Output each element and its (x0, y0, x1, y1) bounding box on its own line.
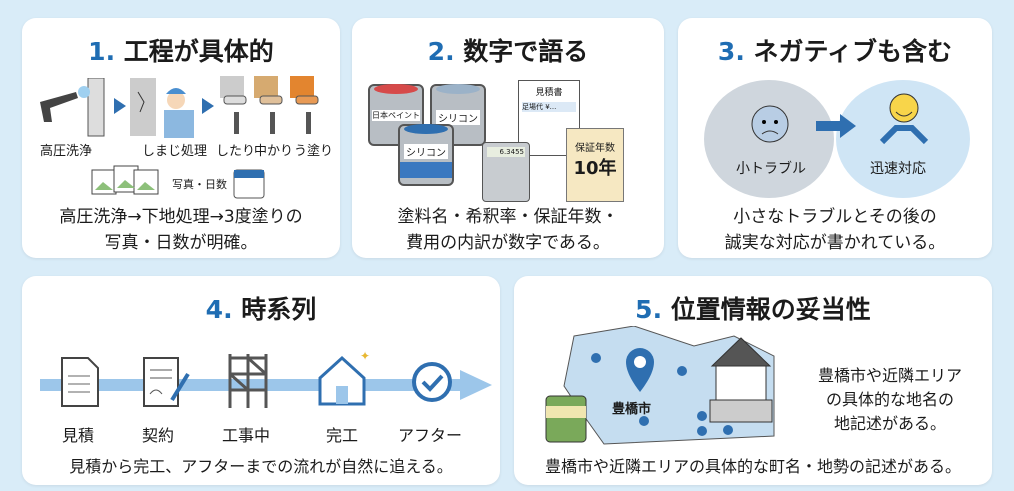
card-location: 5. 位置情報の妥当性 豊橋市 豊橋市や近隣エリアの具体的な地名の地記述がある。… (514, 276, 992, 485)
card-title: ネガティブも含む (753, 37, 953, 66)
arrow-icon (114, 98, 126, 114)
map-city-label: 豊橋市 (612, 402, 652, 417)
photo-label: 写真・日数 (172, 178, 227, 191)
description-line: 費用の内訳が数字である。 (406, 233, 610, 253)
timeline-step: 工事中 (222, 426, 271, 445)
card-title: 数字で語る (463, 37, 589, 66)
pressure-washer-icon (40, 78, 105, 137)
scaffold-icon (228, 354, 268, 408)
paint-can: シリコン (430, 84, 486, 146)
timeline-step: 見積 (62, 426, 95, 445)
card-timeline: 4. 時系列 ✦ 見積 契約 工事中 完工 アフター 見積から完工、アフターまで… (22, 276, 500, 485)
card-number: 5. (635, 295, 663, 324)
worried-face-icon (751, 105, 789, 143)
card-process: 1. 工程が具体的 高圧洗浄 しまじ処理 したり 中かり う塗り 写真・日数 高… (22, 18, 340, 258)
estimate-title: 見積書 (535, 88, 563, 98)
step-label: 高圧洗浄 (40, 144, 93, 159)
card-title: 位置情報の妥当性 (670, 295, 871, 324)
card-number: 1. (88, 37, 116, 66)
side-text-line: の具体的な地名の (825, 390, 954, 409)
timeline-step: 完工 (326, 426, 359, 445)
timeline-step: 契約 (142, 426, 175, 445)
contract-icon (143, 357, 190, 407)
side-text-line: 地記述がある。 (833, 414, 946, 433)
description-line: 塗料名・希釈率・保証年数・ (397, 207, 619, 227)
card-numbers: 2. 数字で語る 日本ペイント シリコン シリコン 見積書足場代 ¥... 6.… (352, 18, 664, 258)
can-label: 日本ペイント (372, 110, 420, 121)
card-number: 3. (717, 37, 745, 66)
document-icon (61, 357, 99, 407)
can-label: シリコン (436, 110, 480, 125)
card-negative: 3. ネガティブも含む 小トラブル 迅速対応 小さなトラブルとその後の誠実な対応… (678, 18, 992, 258)
card-number: 4. (205, 295, 233, 324)
svg-text:✦: ✦ (360, 349, 370, 363)
worker-icon (130, 78, 194, 138)
step-label: したり (216, 144, 256, 159)
response-label: 迅速対応 (870, 161, 926, 177)
step-label: しまじ処理 (142, 144, 208, 159)
smile-handshake-icon (879, 93, 929, 145)
calculator-display: 6.3455 (487, 147, 525, 157)
estimate-row: 足場代 ¥... (522, 102, 576, 112)
house-icon: ✦ (318, 349, 370, 406)
step-label: 中かり (254, 144, 294, 159)
check-circle-icon (412, 362, 452, 402)
can-label: シリコン (404, 144, 448, 159)
warranty-scroll: 保証年数 10年 (566, 128, 624, 202)
description-line: 小さなトラブルとその後の (733, 207, 937, 227)
side-text-line: 豊橋市や近隣エリア (817, 366, 962, 385)
calendar-icon (233, 169, 265, 199)
side-text: 豊橋市や近隣エリアの具体的な地名の地記述がある。 (798, 364, 982, 436)
arrow-right-icon (816, 114, 856, 138)
description-line: 高圧洗浄→下地処理→3度塗りの (59, 207, 303, 227)
description-line: 豊橋市や近隣エリアの具体的な町名・地勢の記述がある。 (544, 457, 961, 476)
trouble-label: 小トラブル (736, 161, 806, 177)
description-line: 誠実な対応が書かれている。 (724, 233, 946, 253)
warranty-label: 保証年数 (575, 143, 615, 154)
paint-can: シリコン (398, 124, 454, 186)
step-label: う塗り (294, 144, 334, 159)
timeline-step: アフター (398, 426, 463, 445)
description-line: 見積から完工、アフターまでの流れが自然に追える。 (69, 457, 453, 476)
card-title: 工程が具体的 (123, 37, 274, 66)
photos-icon (91, 165, 159, 195)
arrow-icon (202, 98, 214, 114)
paint-roller-icons (220, 76, 319, 134)
calculator-icon: 6.3455 (482, 142, 530, 202)
description-line: 写真・日数が明確。 (104, 233, 258, 253)
card-title: 時系列 (241, 295, 317, 324)
warranty-value: 10年 (573, 158, 617, 179)
card-number: 2. (427, 37, 455, 66)
map-illustration (545, 326, 775, 445)
